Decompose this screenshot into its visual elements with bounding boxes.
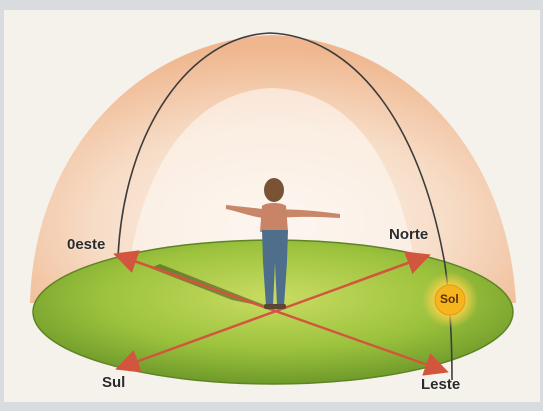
direction-label-north: Norte — [389, 226, 428, 243]
figure-feet — [264, 304, 286, 309]
direction-label-south: Sul — [102, 374, 125, 391]
figure-head — [264, 178, 284, 202]
direction-label-east: Leste — [421, 376, 460, 393]
figure-torso — [260, 203, 288, 232]
direction-label-west: 0este — [67, 236, 105, 253]
sun-label: Sol — [440, 292, 459, 306]
